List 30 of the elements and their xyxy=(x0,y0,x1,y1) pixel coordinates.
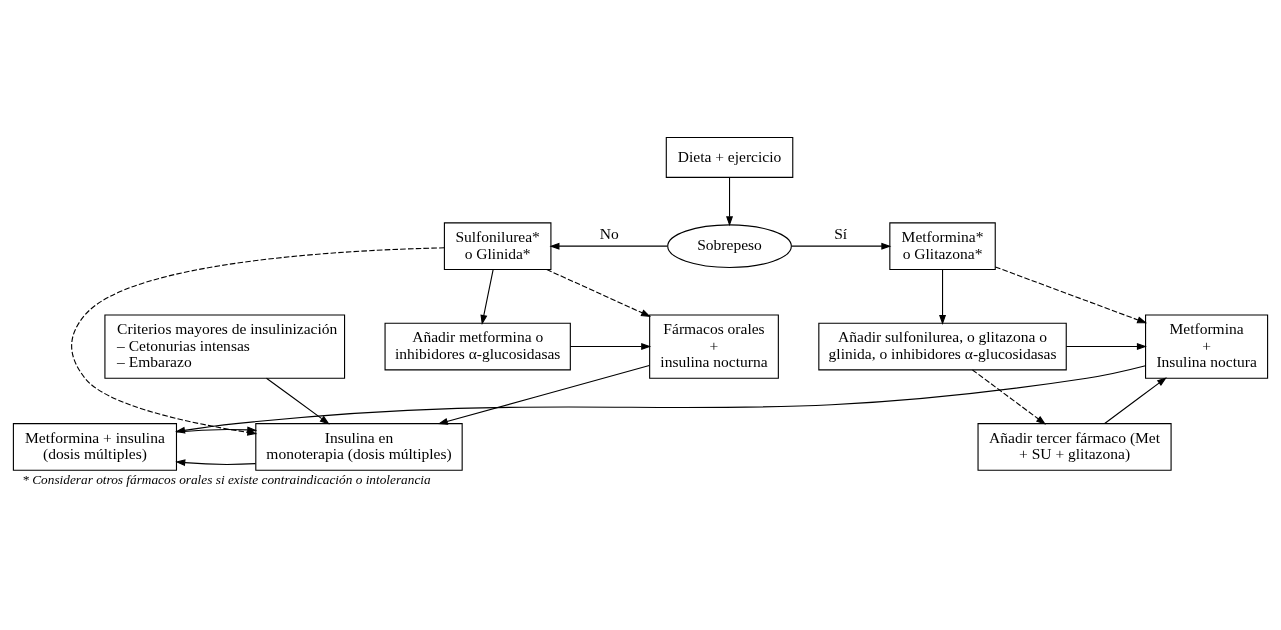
arrow xyxy=(480,268,494,325)
arrow xyxy=(939,268,947,325)
arrow xyxy=(569,342,652,350)
arrow xyxy=(994,265,1148,323)
arrow xyxy=(437,364,650,425)
caption: * Considerar otros fármacos orales si existe contraindicación o intolerancia xyxy=(22,471,431,487)
node-box: Metformina + insulina (dosis múltiples) xyxy=(12,422,178,471)
node-box: Metformina + Insulina noctura xyxy=(1145,313,1269,379)
node-box: Fármacos orales + insulina nocturna xyxy=(649,313,779,379)
arrow xyxy=(791,242,892,250)
edge-label: Sí xyxy=(834,224,848,242)
arrow xyxy=(175,458,257,466)
node-box: Añadir tercer fármaco (Met + SU + glitazona) xyxy=(977,422,1172,471)
arrow xyxy=(726,176,734,226)
node-ellipse: Sobrepeso xyxy=(667,223,792,268)
node-box: Insulina en monoterapia (dosis múltiples) xyxy=(255,422,463,471)
arrow xyxy=(546,268,652,317)
node-box: Criterios mayores de insulinización – Cetonurias intensas – Embarazo xyxy=(104,313,346,379)
arrow xyxy=(1065,342,1147,350)
arrow xyxy=(1104,376,1167,424)
arrow xyxy=(176,425,258,433)
node-box: Añadir metformina o inhibidores α-glucosidasas xyxy=(384,322,571,370)
node-box: Dieta + ejercicio xyxy=(665,136,794,178)
arrow xyxy=(971,368,1047,425)
node-box: Añadir sulfonilurea, o glitazona o glinida, o inhibidores α-glucosidasas xyxy=(818,322,1067,370)
arrow xyxy=(265,377,330,424)
node-box: Sulfonilurea* o Glinida* xyxy=(443,221,552,270)
arrow xyxy=(549,242,668,250)
node-box: Metformina* o Glitazona* xyxy=(889,221,996,270)
edge-label: No xyxy=(599,224,619,242)
